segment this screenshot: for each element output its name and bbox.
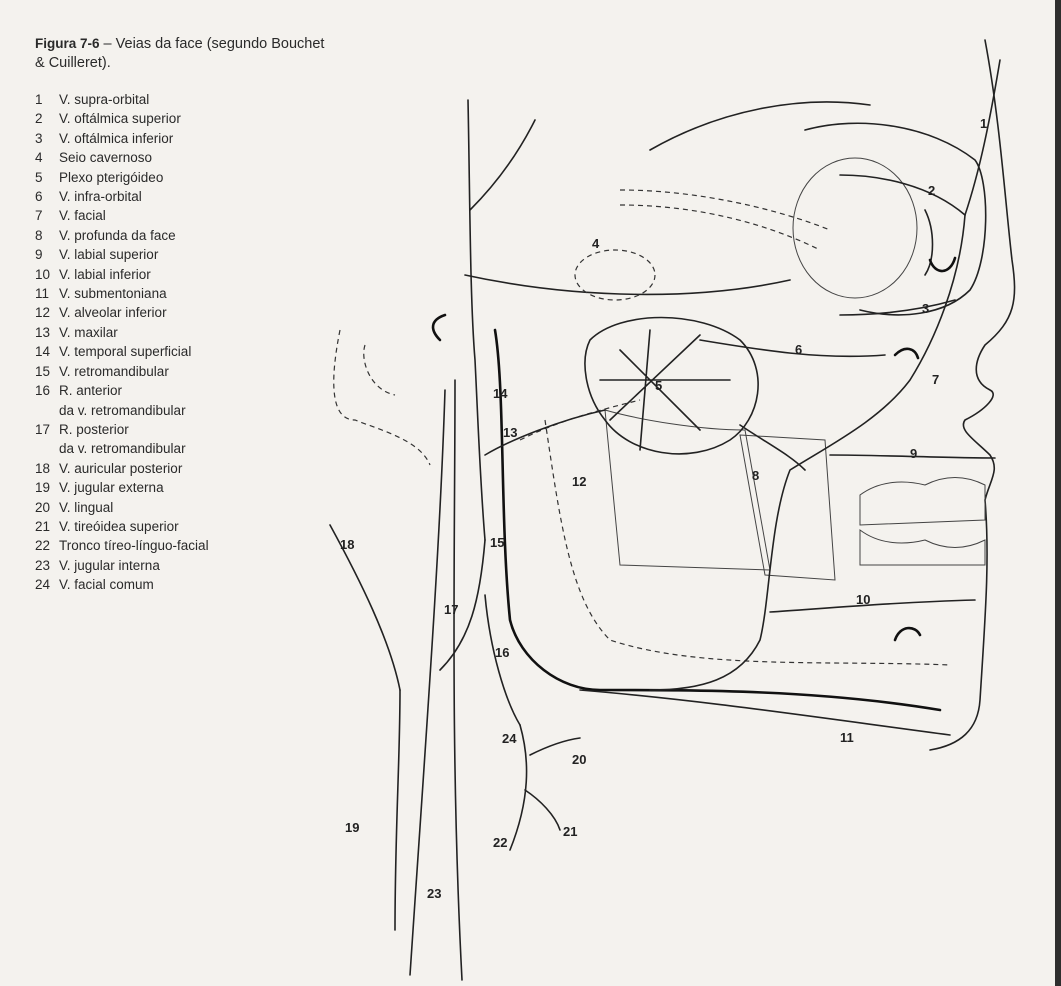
diagram-label-1: 1 [980,116,987,131]
face-profile-outline [930,40,1015,750]
diagram-label-22: 22 [493,835,507,850]
teeth [860,478,985,566]
vein-temporal-branch [470,120,535,210]
diagram-label-4: 4 [592,236,600,251]
diagram-label-11: 11 [840,730,854,745]
diagram-label-9: 9 [910,446,917,461]
diagram-label-3: 3 [922,301,929,316]
diagram-label-21: 21 [563,824,577,839]
diagram-label-5: 5 [655,378,662,393]
vein-submental [580,690,950,735]
eye-pupil [930,258,955,271]
vein-supraorbital [965,60,1000,215]
vein-ophthalmic-superior [840,175,965,215]
eye-globe [793,158,917,298]
diagram-label-15: 15 [490,535,504,550]
page-edge-shadow [1055,0,1061,986]
diagram-label-12: 12 [572,474,586,489]
vein-deep-facial [740,425,805,470]
infraorbital-foramen-mark [895,349,918,358]
vein-ophthalmic-inferior [840,300,955,315]
diagram-label-6: 6 [795,342,802,357]
maxillary-dashed [520,400,640,440]
tragus-mark [433,315,445,340]
diagram-label-19: 19 [345,820,359,835]
diagram-label-16: 16 [495,645,509,660]
vein-labial-inferior [770,600,975,612]
diagram-label-2: 2 [928,183,935,198]
diagram-label-8: 8 [752,468,759,483]
vein-thyroid-superior [525,790,560,830]
diagram-label-24: 24 [502,731,517,746]
diagram-label-23: 23 [427,886,441,901]
mental-foramen-mark [895,628,920,640]
vein-infraorbital [700,340,885,356]
diagram-label-14: 14 [493,386,508,401]
diagram-label-7: 7 [932,372,939,387]
mandible-outline [495,330,940,710]
masseter-muscle [605,410,835,580]
vein-external-jugular [395,690,400,930]
vein-anterior-branch [485,595,520,725]
diagram-labels: 1 2 3 4 5 6 7 8 9 10 11 12 13 14 15 16 1… [340,116,987,901]
diagram-label-20: 20 [572,752,586,767]
zygomatic-line [465,275,790,294]
cavernous-sinus [575,190,830,300]
diagram-label-17: 17 [444,602,458,617]
skull-upper-line [650,102,870,150]
pterygoid-plexus [585,318,758,454]
diagram-label-13: 13 [503,425,517,440]
orbit-rim [805,123,986,315]
diagram-label-18: 18 [340,537,354,552]
ear-outline [334,330,430,465]
vein-superficial-temporal [468,100,485,540]
diagram-label-10: 10 [856,592,870,607]
